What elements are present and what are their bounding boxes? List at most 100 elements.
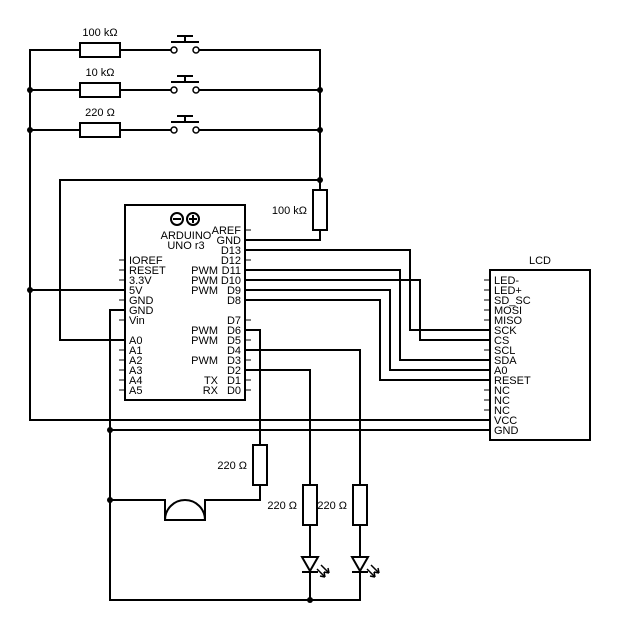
led-icon: [350, 556, 370, 574]
button-row-1: 100 kΩ: [29, 27, 321, 58]
lcd-pin-label: MOSI: [494, 305, 522, 317]
wire-d13-sck: [244, 249, 491, 331]
arduino-board: ARDUINO UNO r3: [124, 204, 246, 401]
resistor-label: 100 kΩ: [272, 205, 307, 217]
arduino-pin-label: A3: [129, 365, 142, 377]
gnd-pulldown-wire: [244, 229, 321, 241]
resistor-label: 10 kΩ: [85, 67, 114, 79]
pin-function-label: TX: [204, 375, 219, 387]
junction-dot: [317, 87, 323, 93]
junction-dot: [27, 127, 33, 133]
arduino-pin-label: 5V: [129, 285, 143, 297]
pin-function-label: PWM: [191, 355, 218, 367]
buzzer-circuit: 220 Ω: [109, 329, 268, 521]
arduino-pin-label: D11: [222, 265, 241, 277]
lcd-pin-label: SD_SC: [494, 295, 531, 307]
resistor-10k-btn: [79, 82, 121, 98]
arduino-pin-label: D13: [221, 245, 241, 257]
junction-dot: [107, 427, 113, 433]
resistor-label: 220 Ω: [317, 500, 347, 512]
button-contact: [170, 46, 178, 54]
button-contact: [192, 126, 200, 134]
wire-d9-a0: [244, 289, 491, 371]
arduino-pin-label: D3: [227, 355, 241, 367]
junction-dot: [27, 87, 33, 93]
wire-d8-reset: [244, 299, 491, 381]
lcd-title: LCD: [529, 255, 551, 267]
lcd-pin-label: A0: [494, 365, 507, 377]
pin-function-label: RX: [203, 385, 219, 397]
wire-d11-sda: [244, 269, 491, 361]
arduino-right-pins: AREFGNDD13D12D11D10D9D8D7D6D5D4D3D2D1D0P…: [191, 225, 251, 397]
lcd-module: LCD: [489, 255, 591, 441]
resistor-label: 100 kΩ: [82, 27, 117, 39]
arduino-pin-label: D12: [221, 255, 241, 267]
pin-function-label: PWM: [191, 275, 218, 287]
button-contact: [192, 46, 200, 54]
arduino-pin-label: D7: [227, 315, 241, 327]
wire-d4-led: [244, 349, 361, 486]
arduino-pin-label: D2: [227, 365, 241, 377]
arduino-pin-label: D6: [227, 325, 241, 337]
arduino-pin-label: Vin: [129, 315, 145, 327]
arduino-pin-label: AREF: [212, 225, 242, 237]
arduino-pin-label: D10: [221, 275, 241, 287]
arduino-body: [124, 204, 246, 401]
button-contact: [170, 126, 178, 134]
wire-d2-led: [244, 369, 311, 486]
lcd-pin-label: NC: [494, 385, 510, 397]
a0-wire: [59, 179, 321, 341]
arduino-pin-label: D1: [227, 375, 241, 387]
arduino-model: UNO r3: [167, 240, 204, 252]
vcc-rail: [29, 49, 491, 421]
arduino-pin-label: A4: [129, 375, 142, 387]
lcd-pin-label: CS: [494, 335, 509, 347]
wire-d10-cs: [244, 279, 491, 341]
junction-dot: [317, 177, 323, 183]
resistor-label: 220 Ω: [217, 460, 247, 472]
resistor-label: 220 Ω: [85, 107, 115, 119]
lcd-pins: LED-LED+SD_SCMOSIMISOSCKCSSCLSDAA0RESETN…: [484, 275, 531, 437]
button-row-3: 220 Ω: [29, 107, 321, 138]
pin-function-label: PWM: [191, 335, 218, 347]
arduino-pin-label: A1: [129, 345, 142, 357]
arduino-pin-label: D9: [227, 285, 241, 297]
arduino-pin-label: D0: [227, 385, 241, 397]
arduino-pin-label: GND: [217, 235, 242, 247]
led-circuit-1: 220 Ω: [244, 369, 330, 601]
lcd-pin-label: LED-: [494, 275, 519, 287]
junction-dot: [317, 127, 323, 133]
buzzer-icon: [163, 499, 207, 521]
lcd-pin-label: GND: [494, 425, 519, 437]
lcd-pin-label: NC: [494, 405, 510, 417]
lcd-pin-label: RESET: [494, 375, 531, 387]
lcd-pin-label: NC: [494, 395, 510, 407]
lcd-pin-label: VCC: [494, 415, 517, 427]
arduino-pin-label: 3.3V: [129, 275, 152, 287]
lcd-pin-label: SCK: [494, 325, 517, 337]
junction-dot: [27, 287, 33, 293]
resistor-220-btn: [79, 122, 121, 138]
resistor-100k-pulldown: [312, 189, 328, 231]
lcd-pin-label: MISO: [494, 315, 523, 327]
arduino-name: ARDUINO: [161, 230, 212, 242]
pushbutton-1: [171, 35, 199, 43]
arduino-pin-label: A5: [129, 385, 142, 397]
resistor-100k-btn: [79, 42, 121, 58]
led-icon: [300, 556, 320, 574]
wire-d6-buzzer: [244, 329, 261, 446]
resistor-220-buzzer: [252, 444, 268, 486]
arduino-pin-label: D5: [227, 335, 241, 347]
arduino-pin-label: D8: [227, 295, 241, 307]
lcd-body: [489, 269, 591, 441]
arduino-pin-label: IOREF: [129, 255, 163, 267]
resistor-220-led1: [302, 484, 318, 526]
pushbutton-3: [171, 115, 199, 123]
arduino-pin-label: A0: [129, 335, 142, 347]
resistor-label: 220 Ω: [267, 500, 297, 512]
arduino-pin-label: A2: [129, 355, 142, 367]
lcd-pin-label: LED+: [494, 285, 522, 297]
arduino-pin-label: GND: [129, 295, 154, 307]
